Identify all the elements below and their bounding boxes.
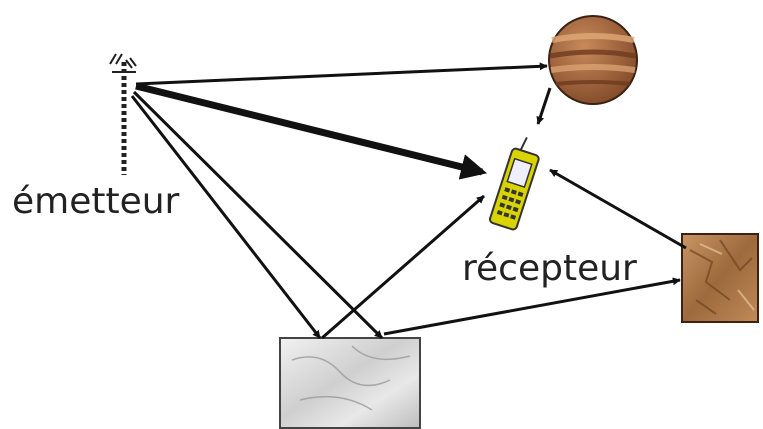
planet-reflection-arrow [536, 87, 552, 125]
propagation-paths [130, 62, 687, 340]
emitter-label: émetteur [12, 181, 180, 222]
rock-reflection-arrow [549, 168, 687, 250]
direct-path-arrow [135, 82, 488, 180]
receiver-label: récepteur [462, 248, 637, 289]
antenna-mast-icon [109, 53, 137, 175]
marble-slab-icon [279, 337, 421, 429]
path-to-marble-right-arrow [132, 90, 384, 340]
marble-reflection-arrow [321, 194, 485, 340]
rock-block-icon [681, 233, 759, 323]
mobile-phone-icon [488, 136, 540, 231]
path-to-planet-arrow [135, 62, 548, 86]
path-to-rock-arrow [383, 277, 681, 336]
path-to-marble-left-arrow [130, 95, 322, 339]
planet-sphere-icon [548, 15, 638, 105]
